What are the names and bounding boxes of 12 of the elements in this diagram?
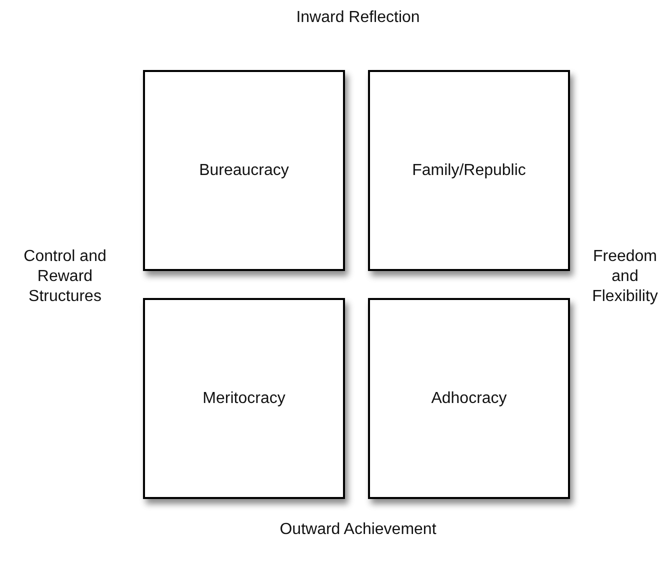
quadrant-box — [143, 70, 345, 271]
axis-label: Freedom and Flexibility — [591, 247, 659, 307]
quadrant-label: Family/Republic — [412, 160, 526, 180]
quadrant-label: Adhocracy — [431, 388, 507, 408]
quadrant-label: Meritocracy — [202, 388, 286, 408]
axis-label: Inward Reflection — [295, 8, 421, 28]
quadrant-box — [143, 298, 345, 499]
quadrant-box — [368, 298, 570, 499]
quadrant-label: Bureaucracy — [199, 160, 289, 180]
axis-label: Control and Reward Structures — [22, 247, 108, 307]
quadrant-box — [368, 70, 570, 271]
axis-label: Outward Achievement — [278, 520, 438, 540]
